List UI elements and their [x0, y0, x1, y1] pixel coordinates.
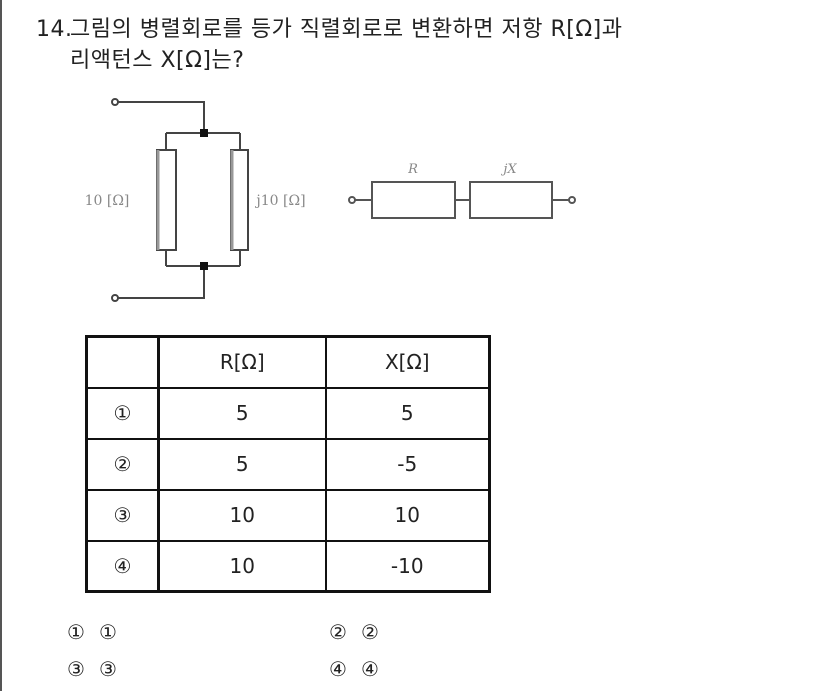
row-x-value: 5	[324, 386, 491, 440]
row-option: ①	[85, 386, 160, 440]
choice-marker: ④	[329, 657, 347, 681]
bottom-node-icon	[200, 262, 208, 270]
bottom-terminal-icon	[111, 294, 119, 302]
header-cell-x: X[Ω]	[324, 335, 491, 389]
table-row: ① 5 5	[85, 386, 491, 440]
choice-value: ④	[360, 657, 379, 681]
choice-value: ③	[98, 657, 117, 681]
top-node-icon	[200, 129, 208, 137]
series-right-terminal-icon	[568, 196, 576, 204]
resistor-10-ohm	[156, 149, 177, 251]
table-header-row: R[Ω] X[Ω]	[85, 335, 491, 389]
header-cell-blank	[85, 335, 160, 389]
header-cell-r: R[Ω]	[157, 335, 327, 389]
row-r-value: 5	[157, 386, 327, 440]
series-circuit	[348, 181, 576, 219]
reactance-j10-ohm	[230, 149, 249, 251]
table-row: ② 5 -5	[85, 437, 491, 491]
answer-table: R[Ω] X[Ω] ① 5 5 ② 5 -5 ③ 10 10 ④ 10 -10	[85, 335, 491, 593]
row-x-value: -5	[324, 437, 491, 491]
parallel-right-label: j10 [Ω]	[254, 193, 305, 209]
series-r-label: R	[407, 162, 418, 177]
question-line-2: 리액턴스 X[Ω]는?	[70, 48, 245, 73]
choice-marker: ①	[67, 620, 85, 644]
table-row: ④ 10 -10	[85, 539, 491, 593]
parallel-circuit	[111, 98, 249, 302]
choice-marker: ②	[329, 620, 347, 644]
series-resistor-r	[371, 181, 456, 219]
question-line-1: 그림의 병렬회로를 등가 직렬회로로 변환하면 저항 R[Ω]과	[70, 17, 623, 42]
question-text: 14.그림의 병렬회로를 등가 직렬회로로 변환하면 저항 R[Ω]과 리액턴스…	[36, 14, 623, 76]
row-r-value: 10	[157, 539, 327, 593]
row-r-value: 5	[157, 437, 327, 491]
parallel-left-label: 10 [Ω]	[85, 193, 130, 209]
choice-marker: ③	[67, 657, 85, 681]
choice-value: ②	[360, 620, 379, 644]
series-x-label: jX	[500, 162, 517, 177]
row-x-value: -10	[324, 539, 491, 593]
series-reactance-jx	[469, 181, 553, 219]
series-left-terminal-icon	[348, 196, 356, 204]
question-number: 14.	[36, 17, 73, 42]
page-left-border	[0, 0, 2, 691]
row-option: ②	[85, 437, 160, 491]
row-option: ④	[85, 539, 160, 593]
top-terminal-icon	[111, 98, 119, 106]
circuit-figure: 10 [Ω] j10 [Ω] R jX	[85, 98, 576, 302]
choice-value: ①	[98, 620, 117, 644]
row-x-value: 10	[324, 488, 491, 542]
table-row: ③ 10 10	[85, 488, 491, 542]
row-option: ③	[85, 488, 160, 542]
row-r-value: 10	[157, 488, 327, 542]
